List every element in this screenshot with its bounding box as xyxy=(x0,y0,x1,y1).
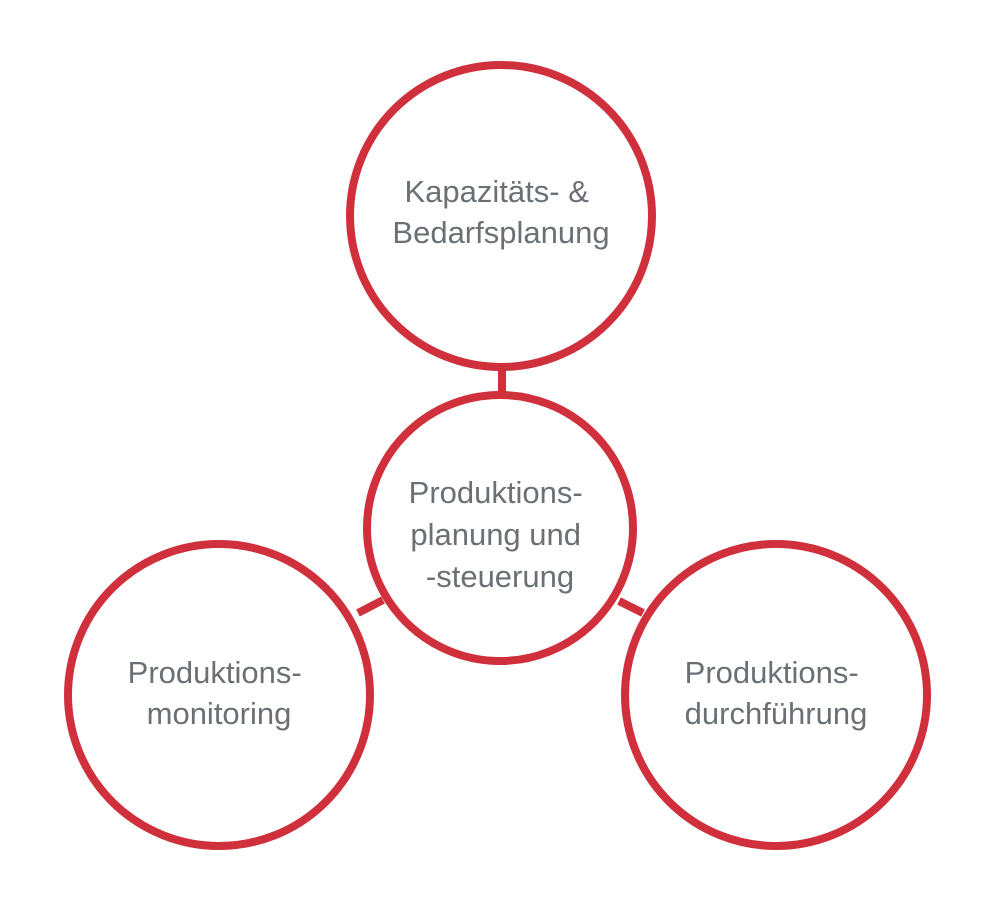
connector-left xyxy=(356,596,385,617)
svg-text:Produktions- monitoring: Produktions- monitoring xyxy=(128,655,311,731)
node-capacity-demand-planning: Kapazitäts- & Bedarfsplanung xyxy=(346,61,656,371)
node-ring xyxy=(64,540,374,850)
node-label-line: monitoring xyxy=(147,696,292,731)
node-production-execution: Produktions- durchführung xyxy=(621,540,931,850)
node-label-line: Bedarfsplanung xyxy=(392,215,609,250)
svg-text:Kapazitäts- & Bedarfspl: Kapazitäts- & Bedarfsplanung xyxy=(392,174,609,250)
node-ring xyxy=(363,391,637,665)
node-ring xyxy=(346,61,656,371)
svg-text:Produktions- planung und: Produktions- planung und -steuerung xyxy=(409,475,592,594)
node-label-line: Kapazitäts- & xyxy=(405,174,590,209)
node-production-monitoring: Produktions- monitoring xyxy=(64,540,374,850)
connector-right xyxy=(617,597,645,617)
node-label-line: planung und xyxy=(410,517,581,552)
node-label-line: Produktions- xyxy=(128,655,302,690)
node-label-line: durchführung xyxy=(685,696,868,731)
node-production-planning-control: Produktions- planung und -steuerung xyxy=(363,391,637,665)
node-ring xyxy=(621,540,931,850)
node-label-line: Produktions- xyxy=(685,655,859,690)
node-label-line: Produktions- xyxy=(409,475,583,510)
node-label-line: -steuerung xyxy=(426,559,574,594)
svg-text:Produktions- durchführun: Produktions- durchführung xyxy=(685,655,868,731)
